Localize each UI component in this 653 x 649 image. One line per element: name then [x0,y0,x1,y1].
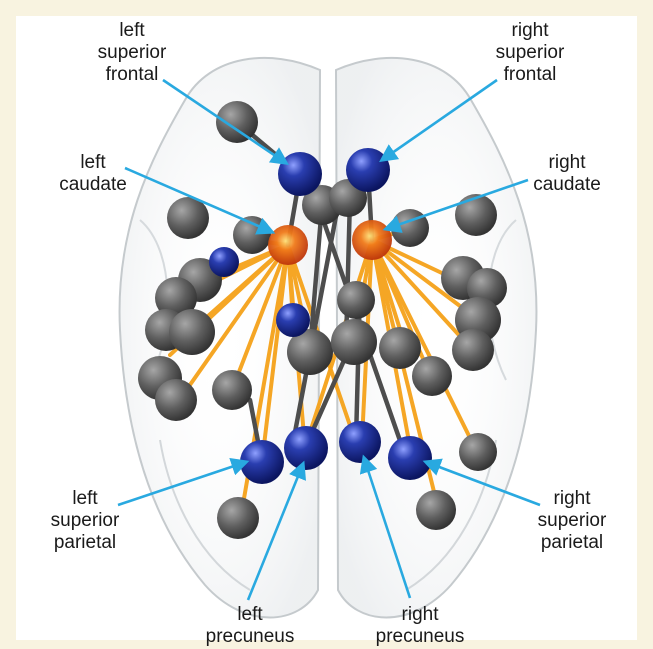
gray-node [331,319,377,365]
gray-node [391,209,429,247]
gray-node [217,497,259,539]
gray-node [452,329,494,371]
gray-node [233,216,271,254]
label-left-superior-frontal: left superior frontal [72,20,192,86]
right-superior-parietal-node [388,436,432,480]
right-superior-frontal-node [346,148,390,192]
left-precuneus-node [284,426,328,470]
label-right-caudate: right caudate [512,152,622,196]
right-precuneus-node [339,421,381,463]
gray-node [216,101,258,143]
gray-node [155,379,197,421]
gray-node [412,356,452,396]
blue-node [209,247,239,277]
label-right-precuneus: right precuneus [360,604,480,648]
blue-node [276,303,310,337]
right-caudate-node [352,220,392,260]
label-left-superior-parietal: left superior parietal [30,488,140,554]
label-left-caudate: left caudate [38,152,148,196]
label-right-superior-frontal: right superior frontal [470,20,590,86]
gray-node [459,433,497,471]
left-superior-frontal-node [278,152,322,196]
gray-node [167,197,209,239]
gray-node [337,281,375,319]
gray-node [379,327,421,369]
gray-node [455,194,497,236]
gray-node [416,490,456,530]
left-superior-parietal-node [240,440,284,484]
left-caudate-node [268,225,308,265]
gray-node [169,309,215,355]
label-right-superior-parietal: right superior parietal [512,488,632,554]
label-left-precuneus: left precuneus [190,604,310,648]
gray-node [212,370,252,410]
